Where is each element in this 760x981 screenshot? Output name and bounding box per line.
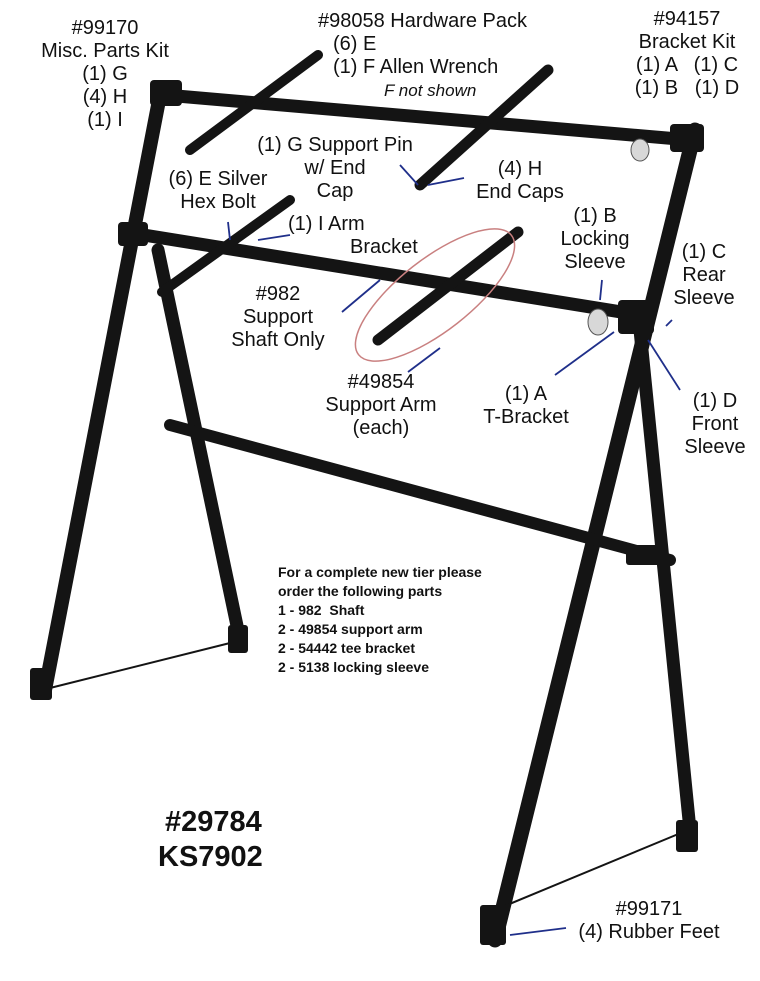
locking-sleeve-line2: Locking bbox=[560, 228, 630, 250]
t-bracket-line1: (1) A bbox=[504, 383, 548, 405]
support-arm-line1: #49854 bbox=[347, 371, 415, 393]
hex-bolt-line2: Hex Bolt bbox=[180, 191, 256, 213]
rear-sleeve-line2: Rear bbox=[682, 264, 726, 286]
kit-94157-subtitle: Bracket Kit bbox=[638, 31, 736, 53]
kit-99170-line-h: (4) H bbox=[82, 86, 128, 108]
end-caps-line2: End Caps bbox=[476, 181, 564, 203]
kit-99170-subtitle: Misc. Parts Kit bbox=[41, 40, 169, 62]
kit-99170-label: #99170 Misc. Parts Kit (1) G (4) H (1) I bbox=[20, 17, 190, 132]
lower-left-arm bbox=[157, 195, 295, 297]
kit-94157-row2: (1) B (1) D bbox=[634, 77, 740, 99]
rear-sleeve-line3: Sleeve bbox=[673, 287, 735, 309]
kit-94157-title: #94157 bbox=[653, 8, 721, 30]
kit-98058-label: #98058 Hardware Pack (6) E (1) F Allen W… bbox=[318, 10, 527, 102]
locking-sleeve-line1: (1) B bbox=[573, 205, 617, 227]
support-arm-callout: #49854 Support Arm (each) bbox=[312, 371, 450, 440]
support-pin-callout: (1) G Support Pin w/ End Cap bbox=[245, 134, 425, 203]
right-rear-leg bbox=[633, 323, 697, 837]
t-bracket-line2: T-Bracket bbox=[483, 406, 569, 428]
kit-99170-title: #99170 bbox=[71, 17, 139, 39]
front-sleeve-callout: (1) D Front Sleeve bbox=[672, 390, 758, 459]
order-note-item-sleeve: 2 - 5138 locking sleeve bbox=[278, 659, 429, 675]
rear-sleeve-callout: (1) C Rear Sleeve bbox=[664, 241, 744, 310]
arm-bracket-callout: (1) I Arm Bracket bbox=[288, 213, 418, 259]
order-note: For a complete new tier please order the… bbox=[278, 563, 482, 677]
upper-left-arm bbox=[185, 50, 323, 155]
support-pin-line1: (1) G Support Pin bbox=[257, 134, 413, 156]
locking-sleeve-callout: (1) B Locking Sleeve bbox=[552, 205, 638, 274]
left-tie-cable bbox=[41, 639, 243, 691]
kit-99170-line-i: (1) I bbox=[87, 109, 123, 131]
order-note-item-arm: 2 - 49854 support arm bbox=[278, 621, 423, 637]
right-tie-cable bbox=[494, 829, 689, 911]
model-number: KS7902 bbox=[158, 841, 263, 873]
upper-right-arm bbox=[414, 64, 554, 191]
front-sleeve-line3: Sleeve bbox=[684, 436, 746, 458]
part-number: #29784 bbox=[165, 806, 262, 838]
left-rear-leg bbox=[151, 243, 247, 647]
rear-sleeve-line1: (1) C bbox=[681, 241, 727, 263]
kit-98058-line-e: (6) E bbox=[333, 33, 377, 55]
hex-bolt-callout: (6) E Silver Hex Bolt bbox=[155, 168, 281, 214]
kit-98058-line-f: (1) F Allen Wrench bbox=[333, 56, 499, 78]
support-pin-line2: w/ End bbox=[304, 157, 366, 179]
hex-bolt-line1: (6) E Silver bbox=[168, 168, 268, 190]
front-sleeve-line2: Front bbox=[691, 413, 739, 435]
end-caps-callout: (4) H End Caps bbox=[464, 158, 576, 204]
order-note-heading2: order the following parts bbox=[278, 583, 443, 599]
order-note-item-shaft: 1 - 982 Shaft bbox=[278, 602, 365, 618]
support-shaft-callout: #982 Support Shaft Only bbox=[220, 283, 336, 352]
lower-right-arm bbox=[372, 226, 524, 346]
front-sleeve-line1: (1) D bbox=[692, 390, 738, 412]
kit-99170-line-g: (1) G bbox=[82, 63, 128, 85]
rubber-feet-line1: #99171 bbox=[615, 898, 683, 920]
support-shaft-line3: Shaft Only bbox=[231, 329, 325, 351]
locking-sleeve-line3: Sleeve bbox=[564, 251, 626, 273]
arm-bracket-line1: (1) I Arm bbox=[288, 213, 365, 235]
support-arm-line2: Support Arm bbox=[325, 394, 437, 416]
arm-bracket-line2: Bracket bbox=[350, 236, 418, 258]
order-note-item-tee: 2 - 54442 tee bracket bbox=[278, 640, 415, 656]
support-shaft-line1: #982 bbox=[255, 283, 301, 305]
lower-support-shaft bbox=[118, 225, 647, 322]
t-bracket-callout: (1) A T-Bracket bbox=[470, 383, 582, 429]
support-pin-line3: Cap bbox=[316, 180, 354, 202]
kit-94157-row1: (1) A (1) C bbox=[635, 54, 739, 76]
end-caps-line1: (4) H bbox=[497, 158, 543, 180]
cross-brace bbox=[164, 419, 676, 566]
support-arm-line3: (each) bbox=[352, 417, 410, 439]
support-shaft-line2: Support bbox=[242, 306, 314, 328]
kit-98058-note: F not shown bbox=[384, 81, 477, 100]
rubber-feet-callout: #99171 (4) Rubber Feet bbox=[565, 898, 733, 944]
left-leg bbox=[38, 88, 167, 697]
kit-94157-label: #94157 Bracket Kit (1) A (1) C (1) B (1)… bbox=[618, 8, 756, 100]
kit-98058-title: #98058 Hardware Pack bbox=[318, 10, 528, 32]
rubber-feet-line2: (4) Rubber Feet bbox=[578, 921, 720, 943]
order-note-heading1: For a complete new tier please bbox=[278, 564, 482, 580]
